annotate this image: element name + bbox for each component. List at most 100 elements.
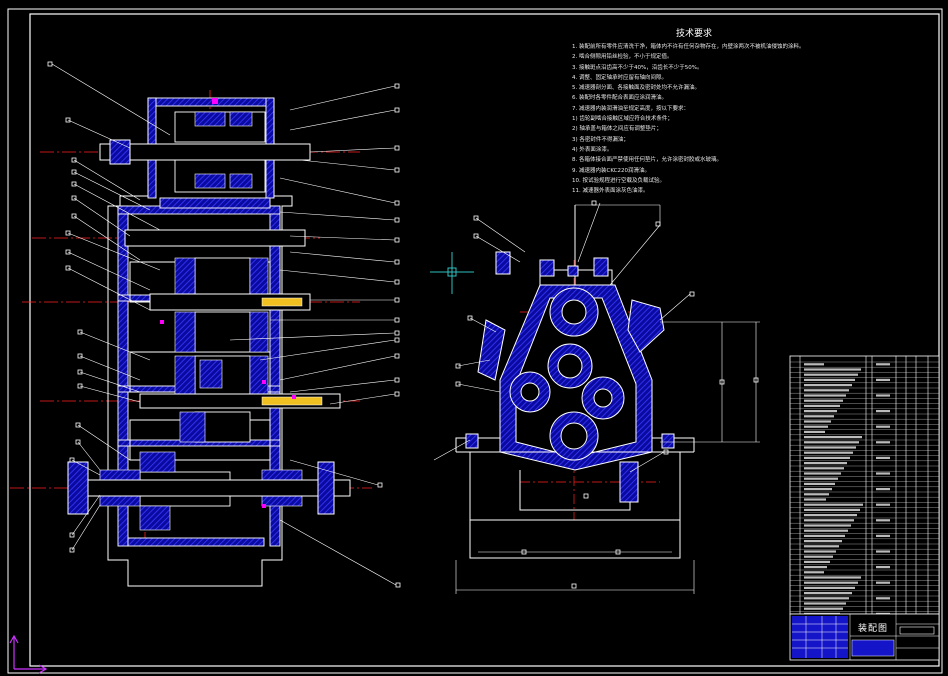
parts-list-entry <box>804 399 843 402</box>
parts-list-entry <box>804 404 840 407</box>
technical-requirements-title: 技术要求 <box>676 29 713 39</box>
front-view-leaders <box>433 202 691 473</box>
parts-list-entry <box>804 436 862 439</box>
parts-list-material <box>876 503 890 506</box>
parts-list-material <box>876 488 890 491</box>
parts-list-entry <box>804 540 842 543</box>
parts-list-entry <box>804 597 849 600</box>
parts-list-material <box>876 456 890 459</box>
parts-list-entry <box>804 462 847 465</box>
requirement-item: 9. 减速器内装CKC220润滑油。 <box>572 167 650 174</box>
parts-list-entry <box>804 477 838 480</box>
front-view-dimensions <box>455 204 760 594</box>
parts-list-entry <box>804 592 852 595</box>
parts-list-entry <box>804 519 854 522</box>
crosshair-cursor[interactable] <box>430 252 474 294</box>
parts-list-material <box>876 363 890 366</box>
requirement-item: 1. 装配前所有零件应清洗干净，箱体内不许有任何杂物存在，内壁涂两次不被机油侵蚀… <box>572 44 805 50</box>
front-view <box>430 200 760 594</box>
parts-list-material <box>876 597 890 600</box>
parts-list-entry <box>804 514 857 517</box>
requirement-item: 4) 外表面涂漆。 <box>572 146 613 153</box>
requirement-item: 2) 轴承盖与箱体之间应有调整垫片； <box>572 126 662 133</box>
section-view-balloons <box>47 61 401 588</box>
parts-list-material <box>876 519 890 522</box>
section-view-leaders <box>51 63 397 586</box>
parts-list-entry <box>804 529 848 532</box>
requirement-item: 1) 齿轮副啮合接触区域应符合技术条件； <box>572 116 673 123</box>
parts-list-entry <box>804 451 853 454</box>
front-view-balloons <box>455 200 759 589</box>
gear-circles <box>509 287 625 461</box>
parts-list-material <box>876 566 890 569</box>
parts-list-entry <box>804 373 858 376</box>
parts-list-material <box>876 581 890 584</box>
requirement-item: 3) 各密封件不得漏油； <box>572 136 629 143</box>
parts-list-entry <box>804 493 829 496</box>
parts-list-entry <box>804 545 839 548</box>
parts-list-material <box>876 410 890 413</box>
parts-list-entry <box>804 363 824 366</box>
parts-list-entry <box>804 566 827 569</box>
parts-list-material <box>876 425 890 428</box>
parts-list-entry <box>804 550 836 553</box>
section-view <box>10 90 372 587</box>
parts-list-entry <box>804 425 828 428</box>
requirement-item: 5. 减速器剖分面、各接触面及密封处均不允许漏油。 <box>572 85 700 92</box>
parts-list-entry <box>804 503 863 506</box>
parts-list-material <box>876 441 890 444</box>
parts-list-entry <box>804 456 850 459</box>
parts-list-entry <box>804 534 845 537</box>
requirement-item: 7. 减速器内装润滑油至规定高度，按以下要求： <box>572 105 689 112</box>
parts-list-entry <box>804 368 861 371</box>
parts-list-entry <box>804 472 841 475</box>
parts-list-entry <box>804 410 837 413</box>
parts-list-table <box>789 355 940 615</box>
parts-list-entry <box>804 446 856 449</box>
parts-list-entry <box>804 524 851 527</box>
parts-list-entry <box>804 602 846 605</box>
requirement-item: 3. 接触斑点沿齿高不少于40%，沿齿长不少于50%。 <box>572 64 703 71</box>
parts-list-entry <box>804 441 859 444</box>
parts-list-entry <box>804 467 844 470</box>
parts-list-material <box>876 534 890 537</box>
parts-list-entry <box>804 415 834 418</box>
technical-requirements-list: 1. 装配前所有零件应清洗干净，箱体内不许有任何杂物存在，内壁涂两次不被机油侵蚀… <box>572 42 902 196</box>
parts-list-material <box>876 472 890 475</box>
parts-list-entry <box>804 571 824 574</box>
parts-list-entry <box>804 508 860 511</box>
drawing-border <box>7 8 943 674</box>
parts-list-material <box>876 550 890 553</box>
parts-list-entry <box>804 430 825 433</box>
parts-list-entry <box>804 586 855 589</box>
parts-list-entry <box>804 488 832 491</box>
requirement-item: 2. 啮合侧隙用铅丝检验，不小于规定值。 <box>572 54 673 61</box>
parts-list-material <box>876 394 890 397</box>
parts-list-entry <box>804 560 830 563</box>
parts-list-entry <box>804 420 831 423</box>
requirement-item: 10. 按试验规程进行空载及负载试验。 <box>572 177 665 184</box>
parts-list-entry <box>804 378 855 381</box>
magenta-markers <box>160 98 296 508</box>
parts-list-entry <box>804 555 833 558</box>
parts-list-entry <box>804 384 852 387</box>
title-block-drawing-name: 装配图 <box>858 624 889 634</box>
parts-list-material <box>876 378 890 381</box>
requirement-item: 8. 各箱体接合面严禁使用任何垫片，允许涂密封胶或水玻璃。 <box>572 157 722 164</box>
parts-list-rows <box>790 361 939 615</box>
auxiliary-components <box>465 251 675 503</box>
parts-list-entry <box>804 576 861 579</box>
parts-list-entry <box>804 394 846 397</box>
parts-list-entry <box>804 498 826 501</box>
shafts <box>79 143 351 497</box>
parts-list-entry <box>804 581 858 584</box>
requirement-item: 4. 调整、固定轴承时应留有轴向间隙。 <box>572 74 667 81</box>
couplings <box>67 139 335 515</box>
parts-list-vertical-rules <box>799 356 929 614</box>
parts-list-entry <box>804 607 843 610</box>
requirement-item: 6. 装配时各零件配合表面应涂润滑油。 <box>572 95 667 102</box>
title-block <box>789 613 940 661</box>
ucs-icon <box>9 634 48 674</box>
parts-list-entry <box>804 482 835 485</box>
